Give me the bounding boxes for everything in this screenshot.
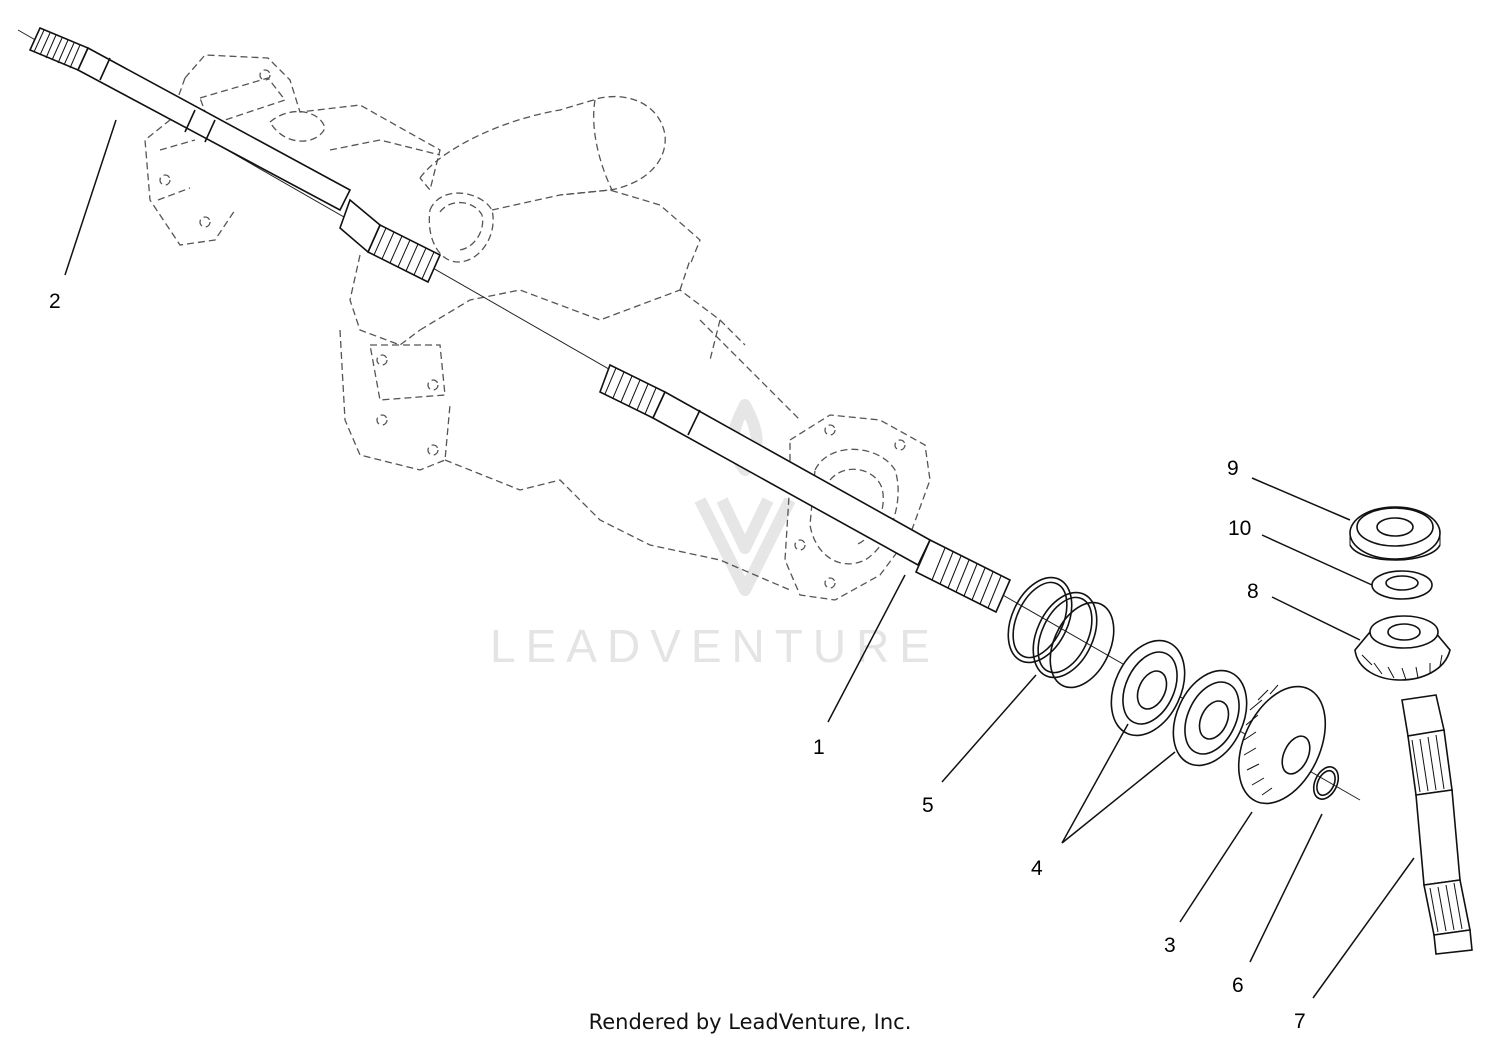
leader-line-10: [1261, 534, 1373, 586]
callout-7: 7: [1294, 1010, 1306, 1033]
retaining-rings: [1007, 576, 1115, 689]
bevel-pinion-gear: [1354, 615, 1451, 681]
leader-line-8: [1271, 596, 1361, 641]
axle-shaft-left: [28, 26, 442, 284]
callout-8: 8: [1247, 580, 1259, 603]
bevel-gear: [1237, 684, 1327, 805]
callout-4: 4: [1031, 857, 1043, 880]
thrust-washer: [1371, 570, 1433, 600]
footer-credit: Rendered by LeadVenture, Inc.: [588, 1010, 912, 1034]
callout-10: 10: [1228, 517, 1251, 540]
leader-line-2: [64, 119, 117, 276]
leader-line-4a: [1061, 723, 1129, 844]
callout-6: 6: [1232, 974, 1244, 997]
callout-1: 1: [813, 736, 825, 759]
axle-shaft-right: [598, 363, 1012, 614]
watermark-text: LEADVENTURE: [490, 620, 940, 672]
callout-2: 2: [49, 290, 61, 313]
callout-3: 3: [1164, 934, 1176, 957]
leader-lines: [64, 119, 1415, 999]
pinion-shaft: [1401, 694, 1473, 955]
leader-line-1: [827, 574, 906, 723]
leader-line-9: [1251, 477, 1351, 521]
snap-ring: [1312, 766, 1340, 800]
leader-line-6: [1249, 813, 1323, 963]
callout-labels: 1 2 3 4 5 6 7 8 9 10: [49, 290, 1306, 1033]
leader-line-7: [1312, 857, 1415, 999]
transaxle-housing: [144, 54, 931, 601]
leader-line-5: [941, 674, 1037, 783]
leader-line-4b: [1061, 751, 1176, 844]
leader-line-3: [1179, 811, 1253, 923]
ball-bearings: [1110, 639, 1248, 767]
bearing-upper: [1349, 506, 1441, 561]
callout-9: 9: [1227, 457, 1239, 480]
callout-5: 5: [922, 794, 934, 817]
